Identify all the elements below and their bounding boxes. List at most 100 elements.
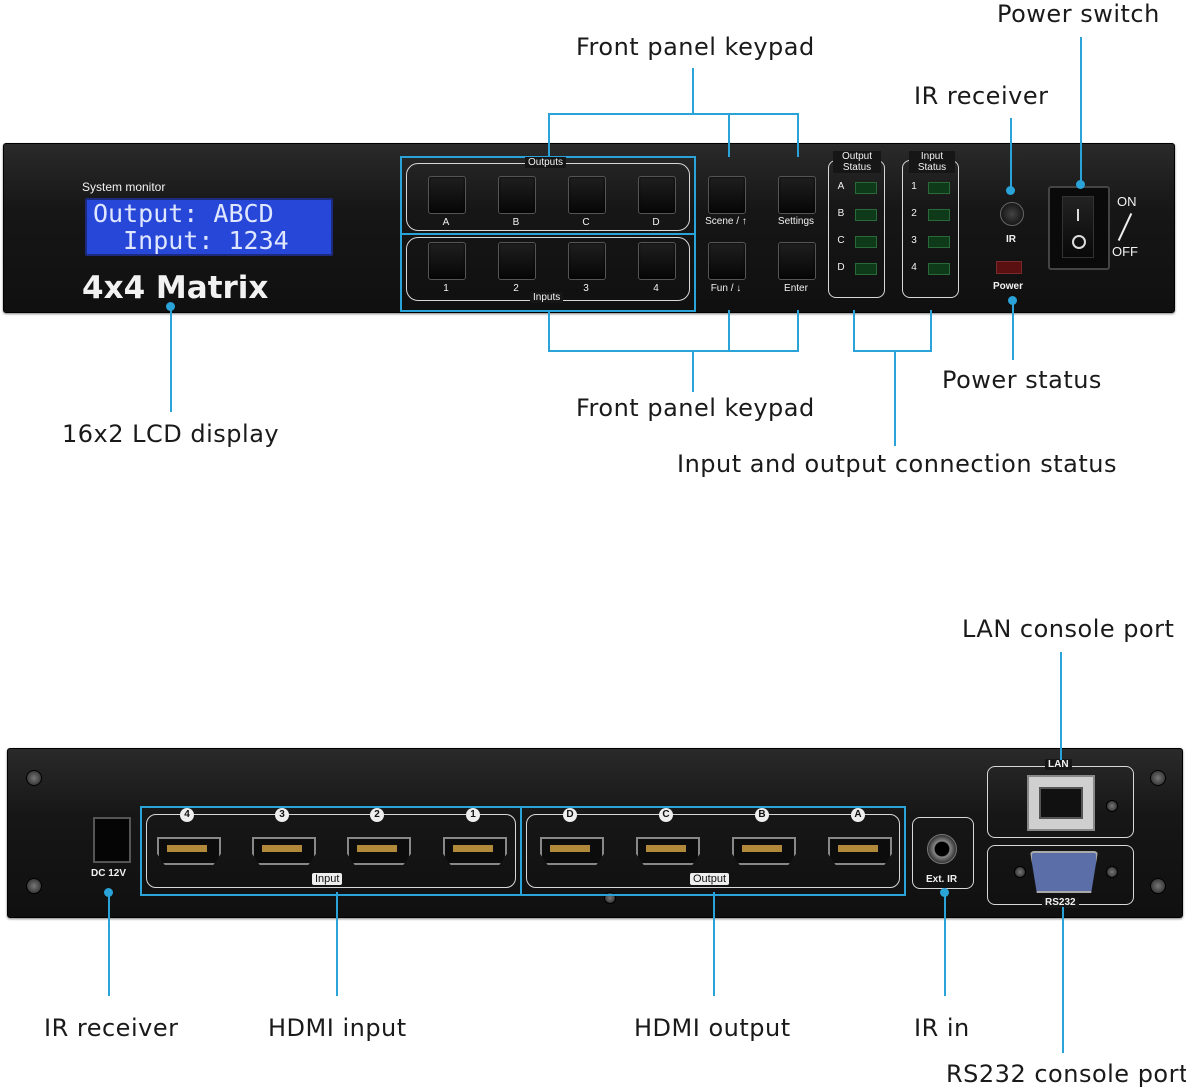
input-key-label: 3 (583, 283, 589, 294)
fun-key-label: Fun / ↓ (710, 283, 742, 294)
output-key-b[interactable] (498, 176, 536, 214)
input-key-label: 2 (513, 283, 519, 294)
lcd-display: Output: ABCD Input: 1234 (85, 198, 333, 256)
screw-icon (26, 770, 42, 786)
rs232-label: RS232 (1042, 897, 1079, 908)
connector-line (853, 310, 855, 352)
lan-port-socket (1039, 787, 1083, 819)
connector-line (1080, 37, 1082, 185)
fun-key[interactable] (708, 242, 746, 280)
model-name: 4x4 Matrix (82, 270, 269, 306)
input-key-4[interactable] (638, 242, 676, 280)
enter-key[interactable] (778, 242, 816, 280)
callout-front-keypad-top: Front panel keypad (576, 33, 815, 61)
input-port-number: 2 (370, 808, 384, 822)
input-key-3[interactable] (568, 242, 606, 280)
connector-dot (940, 888, 949, 897)
input-key-label: 4 (653, 283, 659, 294)
screw-icon (1106, 866, 1118, 878)
input-status-item: 2 (911, 208, 917, 219)
off-label: OFF (1112, 244, 1138, 259)
connector-line (1012, 300, 1014, 360)
callout-power-switch: Power switch (997, 0, 1160, 28)
callout-io-status: Input and output connection status (677, 450, 1117, 478)
connector-line (797, 113, 799, 157)
power-switch[interactable] (1048, 186, 1110, 270)
output-status-led-d (855, 263, 877, 275)
connector-line (797, 310, 799, 351)
on-label: ON (1117, 194, 1137, 209)
scene-key[interactable] (708, 176, 746, 214)
hdmi-input-port-4[interactable] (157, 837, 221, 865)
ext-ir-label: Ext. IR (926, 874, 958, 885)
callout-hdmi-input: HDMI input (268, 1014, 407, 1042)
lcd-line-2: Input: 1234 (93, 226, 289, 255)
lan-port[interactable] (1027, 775, 1095, 831)
input-status-led-1 (928, 182, 950, 194)
output-key-label: A (442, 217, 450, 228)
hdmi-input-port-1[interactable] (443, 837, 507, 865)
input-key-1[interactable] (428, 242, 466, 280)
connector-dot (1076, 180, 1085, 189)
output-status-label: Output Status (833, 151, 881, 173)
power-label: Power (992, 281, 1023, 292)
dc-power-jack[interactable] (93, 817, 131, 863)
hdmi-output-port-b[interactable] (732, 837, 796, 865)
callout-hdmi-output: HDMI output (634, 1014, 791, 1042)
connector-line (548, 310, 550, 351)
input-status-item: 1 (911, 181, 917, 192)
hdmi-output-port-a[interactable] (828, 837, 892, 865)
settings-key[interactable] (778, 176, 816, 214)
output-tag: Output (690, 873, 730, 885)
input-status-item: 3 (911, 235, 917, 246)
connector-line (336, 892, 338, 996)
connector-line (108, 892, 110, 996)
output-key-label: D (652, 217, 660, 228)
rs232-port[interactable] (1030, 851, 1098, 893)
output-key-label: B (512, 217, 520, 228)
system-monitor-label: System monitor (82, 180, 166, 194)
connector-line (548, 113, 799, 115)
connector-line (1062, 907, 1064, 1053)
ext-ir-jack[interactable] (927, 834, 957, 864)
output-status-item: D (837, 262, 845, 273)
output-port-letter: D (563, 808, 577, 822)
input-port-number: 3 (275, 808, 289, 822)
output-status-led-a (855, 182, 877, 194)
connector-dot (104, 888, 113, 897)
hdmi-input-port-2[interactable] (347, 837, 411, 865)
output-status-item: A (837, 181, 845, 192)
connector-line (728, 113, 730, 157)
callout-front-keypad-bottom: Front panel keypad (576, 394, 815, 422)
switch-on-mark (1077, 209, 1079, 221)
hdmi-output-port-d[interactable] (540, 837, 604, 865)
hdmi-output-port-c[interactable] (636, 837, 700, 865)
connector-line (728, 310, 730, 351)
output-port-letter: B (755, 808, 769, 822)
output-status-item: C (837, 235, 845, 246)
hdmi-input-port-3[interactable] (252, 837, 316, 865)
power-switch-rocker (1062, 196, 1094, 258)
connector-dot (1006, 186, 1015, 195)
input-tag: Input (312, 873, 343, 885)
switch-off-mark (1072, 235, 1086, 249)
output-key-d[interactable] (638, 176, 676, 214)
input-key-2[interactable] (498, 242, 536, 280)
connector-line (944, 892, 946, 996)
callout-ir-receiver-rear: IR receiver (44, 1014, 179, 1042)
lan-label: LAN (1045, 759, 1072, 770)
output-port-letter: C (659, 808, 673, 822)
lcd-line-1: Output: ABCD (93, 199, 274, 228)
connector-line (548, 113, 550, 157)
output-key-a[interactable] (428, 176, 466, 214)
power-status-led (996, 261, 1022, 274)
output-status-led-c (855, 236, 877, 248)
hdmi-output-group (526, 814, 900, 888)
inputs-group-label: Inputs (530, 292, 564, 303)
callout-ir-receiver-front: IR receiver (914, 82, 1049, 110)
output-key-c[interactable] (568, 176, 606, 214)
callout-lan-port: LAN console port (962, 615, 1175, 643)
scene-key-label: Scene / ↑ (705, 216, 747, 227)
connector-line (548, 350, 799, 352)
callout-ir-in: IR in (914, 1014, 970, 1042)
